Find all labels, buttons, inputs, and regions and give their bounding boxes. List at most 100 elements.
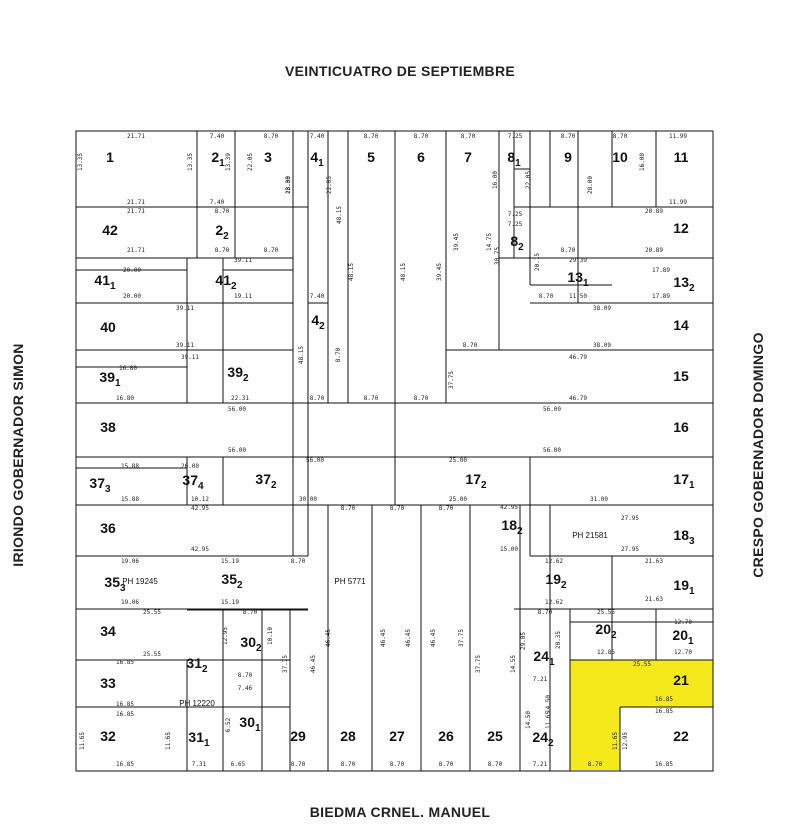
plot-label-3[interactable]: 3 [264,149,272,165]
plot-label-38[interactable]: 38 [100,419,116,435]
measurement-label: 12.70 [674,649,692,656]
plot-label-36[interactable]: 36 [100,520,116,536]
measurement-label: 8.70 [539,293,554,300]
measurement-label: 8.70 [439,761,454,768]
measurement-label: 8.70 [215,208,230,215]
plot-label-39-2[interactable]: 392 [227,364,249,384]
plot-label-14[interactable]: 14 [673,317,689,333]
plot-label-6[interactable]: 6 [417,149,425,165]
measurement-label: 10.10 [267,627,274,645]
plot-label-18-3[interactable]: 183 [673,527,695,547]
plot-label-29[interactable]: 29 [290,728,306,744]
plot-label-11[interactable]: 11 [674,149,689,165]
street-name-north: VEINTICUATRO DE SEPTIEMBRE [284,63,515,79]
measurement-label: 46.79 [569,395,587,402]
plot-label-25[interactable]: 25 [487,728,503,744]
plot-label-5[interactable]: 5 [367,149,375,165]
plot-label-39-1[interactable]: 391 [99,369,121,389]
measurement-label: 7.40 [210,133,225,140]
measurement-label: 15.19 [221,599,239,606]
plot-label-20-2[interactable]: 202 [595,621,617,641]
plot-label-1[interactable]: 1 [106,149,114,165]
measurement-label: 12.62 [545,599,563,606]
plot-label-34[interactable]: 34 [100,623,116,639]
measurement-label: 19.06 [121,599,139,606]
plot-label-41-1[interactable]: 411 [94,272,116,292]
measurement-label: 37.75 [448,371,455,389]
ph-label: PH 21581 [572,531,608,540]
plot-label-9[interactable]: 9 [564,149,572,165]
measurement-label: 8.70 [613,133,628,140]
plot-label-17-1[interactable]: 171 [673,471,695,491]
plot-label-8-2[interactable]: 82 [510,233,524,253]
plot-boundaries [76,131,713,771]
plot-label-33[interactable]: 33 [100,675,116,691]
measurement-label: 29.05 [520,632,527,650]
plot-label-24-1[interactable]: 241 [533,648,555,668]
plot-label-40[interactable]: 40 [100,319,116,335]
plot-label-15[interactable]: 15 [673,368,689,384]
plot-label-27[interactable]: 27 [389,728,405,744]
measurement-label: 15.19 [221,558,239,565]
plot-label-30-1[interactable]: 301 [239,714,261,734]
measurement-label: 8.70 [291,558,306,565]
plot-label-26[interactable]: 26 [438,728,454,744]
plot-label-2-2[interactable]: 22 [215,222,229,242]
plot-label-28[interactable]: 28 [340,728,356,744]
measurement-label: 26.00 [181,463,199,470]
plot-label-4-2[interactable]: 42 [311,312,325,332]
plot-label-13-2[interactable]: 132 [673,274,695,294]
plot-label-12[interactable]: 12 [673,220,689,236]
measurement-label: 25.00 [449,496,467,503]
measurement-label: 8.70 [390,761,405,768]
plot-label-41-2[interactable]: 412 [215,272,237,292]
plot-label-37-2[interactable]: 372 [255,471,277,491]
measurement-label: 12.62 [545,558,563,565]
measurement-label: 11.99 [669,199,687,206]
plot-label-10[interactable]: 10 [612,149,628,165]
measurement-label: 16.85 [116,701,134,708]
measurement-label: 16.80 [116,395,134,402]
measurement-label: 7.40 [310,293,325,300]
plot-label-24-2[interactable]: 242 [532,729,554,749]
plot-label-42[interactable]: 42 [102,222,118,238]
plot-label-17-2[interactable]: 172 [465,471,487,491]
plot-label-4-1[interactable]: 41 [310,149,324,169]
measurement-label: 7.31 [192,761,207,768]
measurement-label: 7.40 [310,133,325,140]
measurement-label: 21.71 [127,199,145,206]
plot-label-35-2[interactable]: 352 [221,571,243,591]
measurement-label: 8.70 [414,395,429,402]
plot-label-16[interactable]: 16 [673,419,689,435]
measurement-label: 8.70 [264,133,279,140]
plot-label-37-4[interactable]: 374 [182,472,204,492]
plot-label-8-1[interactable]: 81 [507,149,521,169]
measurement-label: 7.25 [508,221,523,228]
measurement-label: 21.71 [127,208,145,215]
plot-label-37-3[interactable]: 373 [89,475,111,495]
measurement-label: 12.95 [622,732,629,750]
measurement-label: 14.75 [486,233,493,251]
measurement-label: 11.65 [612,732,619,750]
measurement-label: 11.65 [79,732,86,750]
plot-label-2-1[interactable]: 21 [211,149,225,169]
plot-label-19-1[interactable]: 191 [673,577,695,597]
measurement-label: 8.70 [461,133,476,140]
plot-label-19-2[interactable]: 192 [545,571,567,591]
plot-label-30-2[interactable]: 302 [240,634,262,654]
measurement-label: 46.79 [569,354,587,361]
plot-label-20-1[interactable]: 201 [672,627,694,647]
measurement-label: 20.35 [555,631,562,649]
measurement-label: 11.65 [545,711,552,729]
measurement-label: 48.15 [336,206,343,224]
plot-label-31-1[interactable]: 311 [188,729,210,749]
measurement-label: 16.85 [655,696,673,703]
plot-label-32[interactable]: 32 [100,728,116,744]
plot-label-31-2[interactable]: 312 [186,655,208,675]
plot-label-21[interactable]: 21 [673,672,689,688]
plot-label-22[interactable]: 22 [673,728,689,744]
plot-21-highlight[interactable] [570,660,713,770]
plot-label-7[interactable]: 7 [464,149,472,165]
measurement-label: 21.63 [645,558,663,565]
